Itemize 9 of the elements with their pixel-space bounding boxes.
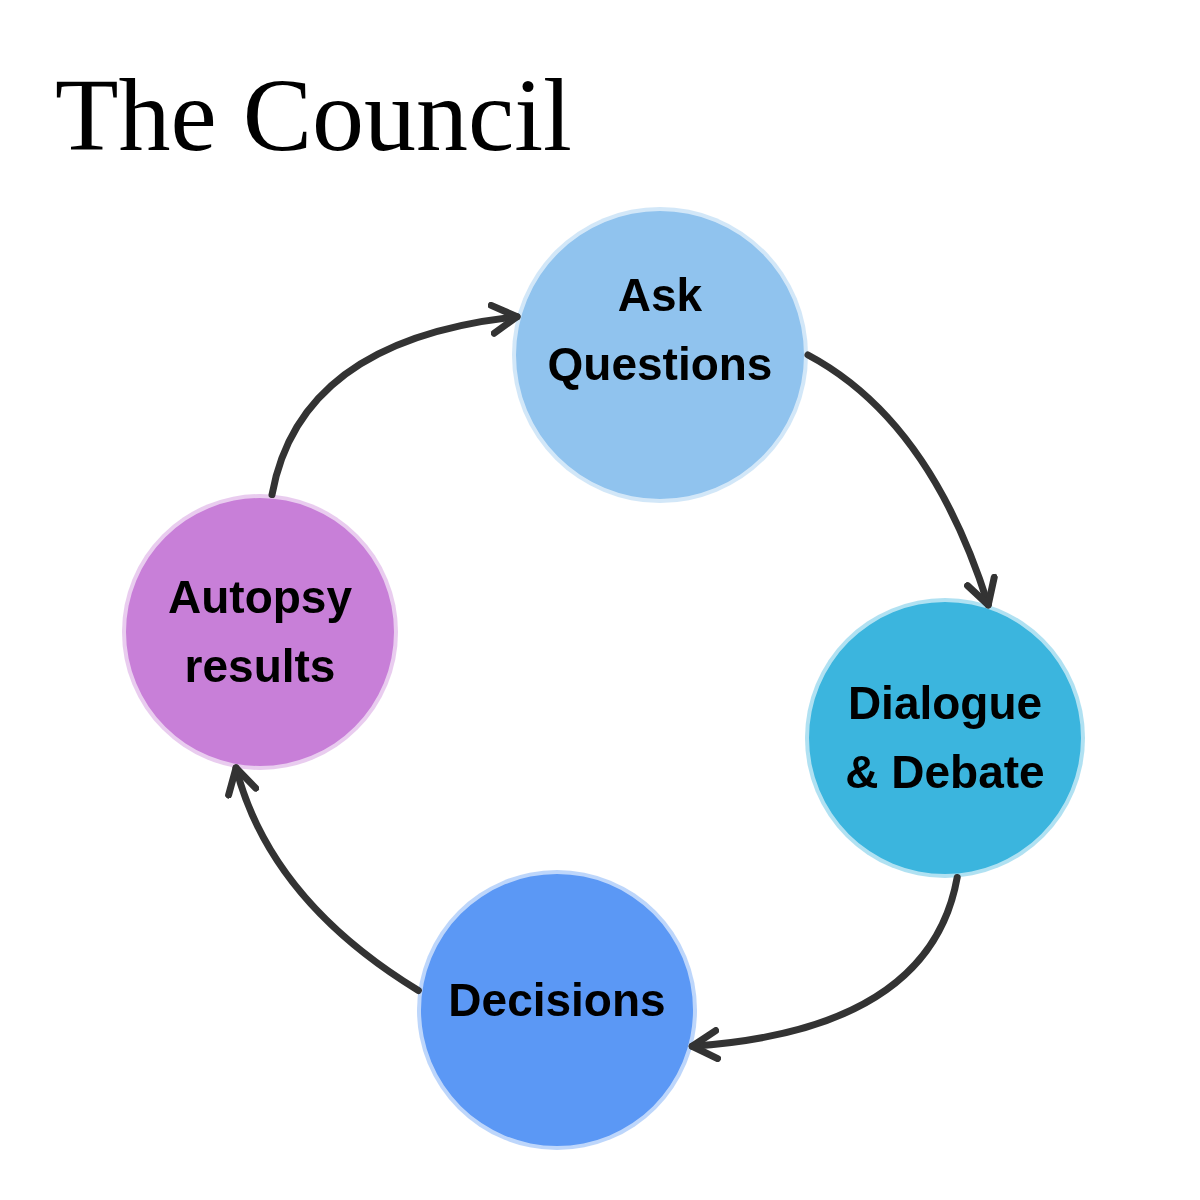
circle-label: Autopsy results xyxy=(167,570,353,694)
curved-arrow xyxy=(226,764,422,994)
circle-label: Decisions xyxy=(448,972,666,1028)
circle-label: Ask Questions xyxy=(546,268,774,392)
curved-arrow xyxy=(804,351,998,609)
curved-arrow xyxy=(268,302,521,499)
curved-arrow xyxy=(688,873,961,1062)
circle-label: Dialogue & Debate xyxy=(844,676,1046,800)
title: The Council xyxy=(55,56,572,174)
